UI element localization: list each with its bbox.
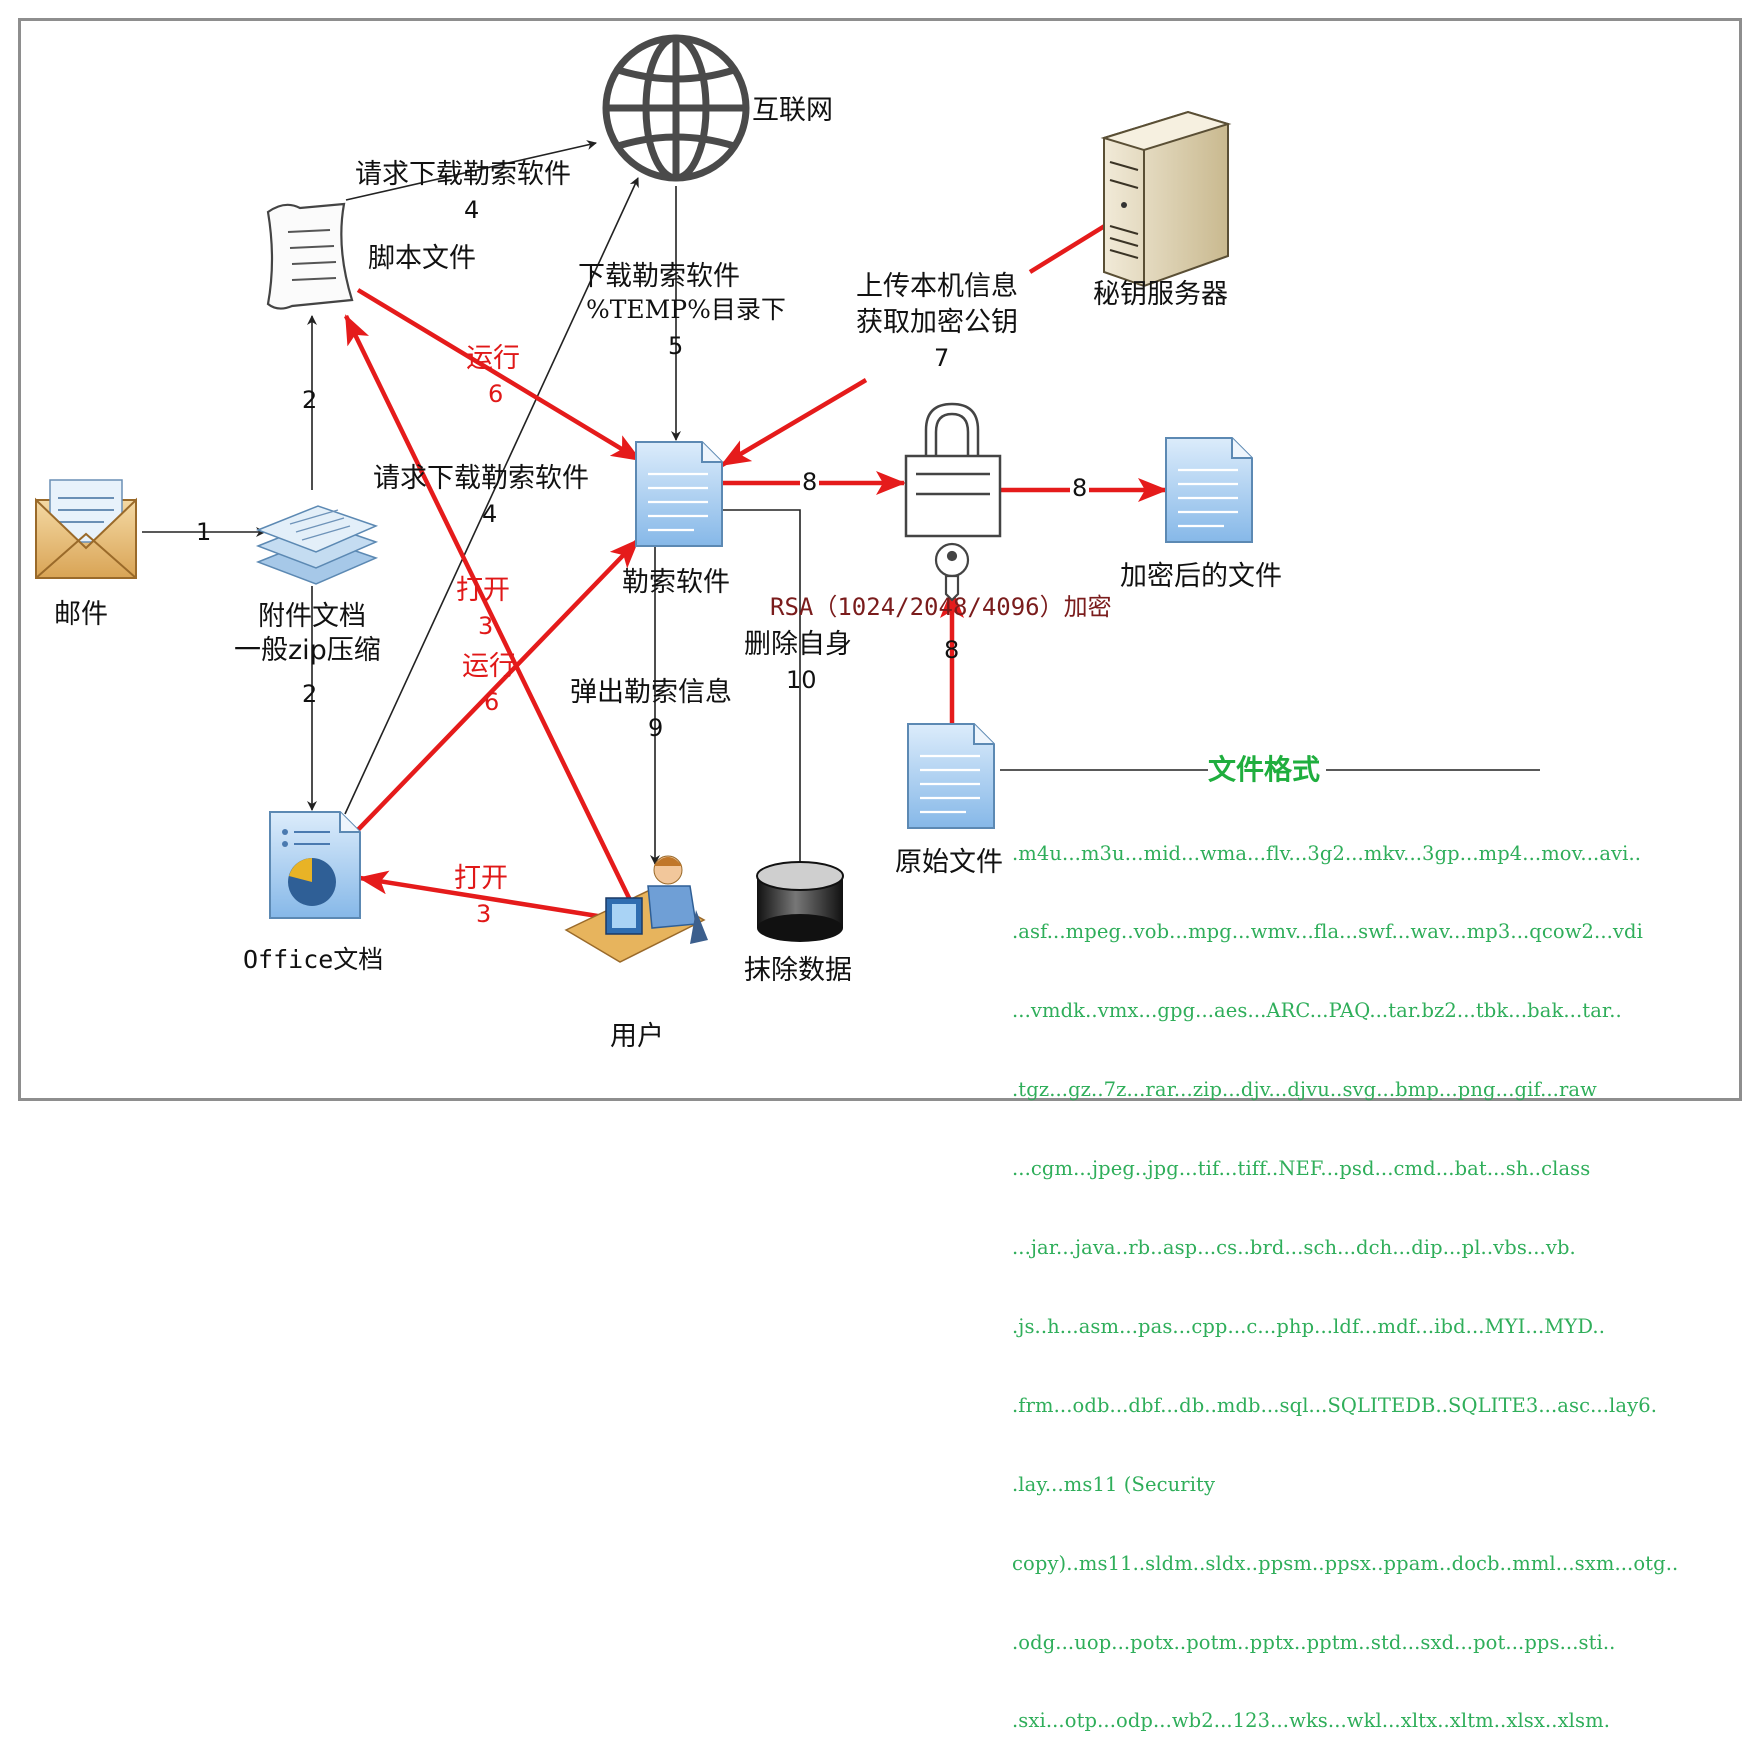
file-formats-list: .m4u...m3u...mid...wma...flv...3g2...mkv…: [1012, 788, 1678, 1761]
original-file-label: 原始文件: [895, 847, 1003, 878]
format-line: ...vmdk..vmx...gpg...aes...ARC...PAQ...t…: [1012, 999, 1622, 1023]
diagram-frame: [18, 18, 1742, 1101]
format-line: .frm...odb...dbf...db..mdb...sql...SQLIT…: [1012, 1393, 1658, 1417]
file-formats-title: 文件格式: [1208, 753, 1321, 786]
format-line: .sxi...otp...odp...wb2...123...wks...wkl…: [1012, 1709, 1611, 1733]
black-connectors: [142, 140, 1540, 903]
original-arrow-num: 8: [944, 636, 960, 664]
attach-script-num: 2: [302, 386, 318, 414]
format-line: .js..h...asm...pas...cpp...c...php...ldf…: [1012, 1314, 1605, 1338]
request-download-mid-num: 4: [482, 500, 498, 528]
padlock-icon: [904, 402, 1002, 538]
key-icon: [934, 542, 970, 602]
user-label: 用户: [610, 1021, 664, 1052]
encrypt-arrow1-num: 8: [800, 468, 820, 496]
server-icon: [1100, 110, 1232, 288]
edge-user-office: [358, 870, 611, 921]
ransomware-flow-diagram: [35, 34, 1540, 963]
email-icon: [35, 479, 137, 579]
download-num: 5: [668, 332, 684, 360]
format-line: .tgz...gz..7z...rar...zip...djv...djvu..…: [1012, 1078, 1597, 1102]
format-line: .m4u...m3u...mid...wma...flv...3g2...mkv…: [1012, 841, 1642, 865]
attach-office-num: 2: [302, 680, 318, 708]
attachment-sub-label: 一般zip压缩: [234, 635, 381, 666]
run-top-label: 运行: [466, 343, 520, 374]
attachment-stack-icon: [255, 505, 379, 585]
request-download-top-label: 请求下载勒索软件: [355, 159, 571, 190]
open-bottom-label: 打开: [454, 863, 508, 894]
edge-script-ransomware: [356, 288, 642, 462]
internet-label: 互联网: [752, 95, 833, 126]
edge-office-ransomware: [350, 538, 640, 838]
encrypt-arrow2-num: 8: [1070, 474, 1090, 502]
edge-user-script: [343, 314, 633, 901]
edge-office-internet: [344, 177, 639, 815]
download-label-line2: %TEMP%目录下: [586, 295, 786, 324]
download-label-line1: 下载勒索软件: [578, 261, 740, 292]
run-top-num: 6: [488, 380, 504, 408]
upload-label-line2: 获取加密公钥: [856, 307, 1018, 338]
rsa-label: RSA（1024/2048/4096）加密: [770, 593, 1112, 621]
wipe-data-label: 抹除数据: [744, 955, 852, 986]
database-cylinder-icon: [756, 861, 844, 942]
format-line: copy)..ms11..sldm..sldx..ppsm..ppsx..ppa…: [1012, 1551, 1679, 1575]
open-mid-num: 3: [478, 612, 494, 640]
open-mid-label: 打开: [456, 575, 510, 606]
key-server-label: 秘钥服务器: [1093, 279, 1228, 310]
script-file-icon: [266, 202, 354, 310]
mail-attach-num: 1: [196, 518, 212, 546]
office-doc-label: Office文档: [243, 945, 384, 974]
upload-label-line1: 上传本机信息: [856, 271, 1018, 302]
edge-server-ransomware: [720, 378, 868, 467]
user-computer-icon: [564, 855, 708, 963]
request-download-top-num: 4: [464, 196, 480, 224]
delete-self-num: 10: [786, 666, 817, 694]
office-document-icon: [269, 811, 361, 919]
ransomware-document-icon: [635, 441, 723, 547]
encrypted-file-icon: [1165, 437, 1253, 543]
delete-self-label: 删除自身: [744, 629, 852, 660]
format-line: ...jar...java..rb..asp...cs..brd...sch..…: [1012, 1236, 1576, 1260]
red-connectors: [343, 185, 1170, 921]
globe-icon: [602, 34, 750, 182]
popup-label: 弹出勒索信息: [570, 677, 732, 708]
email-label: 邮件: [54, 599, 108, 630]
edge-ransomware-wipe: [722, 509, 805, 903]
format-line: .odg...uop...potx..potm..pptx..pptm..std…: [1012, 1630, 1616, 1654]
run-mid-num: 6: [484, 688, 500, 716]
format-line: ...cgm...jpeg..jpg...tif...tiff..NEF...p…: [1012, 1157, 1591, 1181]
ransomware-label: 勒索软件: [622, 567, 730, 598]
open-bottom-num: 3: [476, 900, 492, 928]
attachment-label: 附件文档: [258, 601, 366, 632]
format-line: .lay...ms11 (Security: [1012, 1472, 1216, 1496]
format-line: .asf...mpeg..vob...mpg...wmv...fla...swf…: [1012, 920, 1643, 944]
original-file-icon: [907, 723, 995, 829]
run-mid-label: 运行: [462, 651, 516, 682]
edge-script-internet: [345, 140, 597, 201]
popup-num: 9: [648, 714, 664, 742]
encrypted-file-label: 加密后的文件: [1120, 561, 1282, 592]
script-file-label: 脚本文件: [368, 243, 476, 274]
upload-num: 7: [934, 344, 950, 372]
request-download-mid-label: 请求下载勒索软件: [373, 463, 589, 494]
